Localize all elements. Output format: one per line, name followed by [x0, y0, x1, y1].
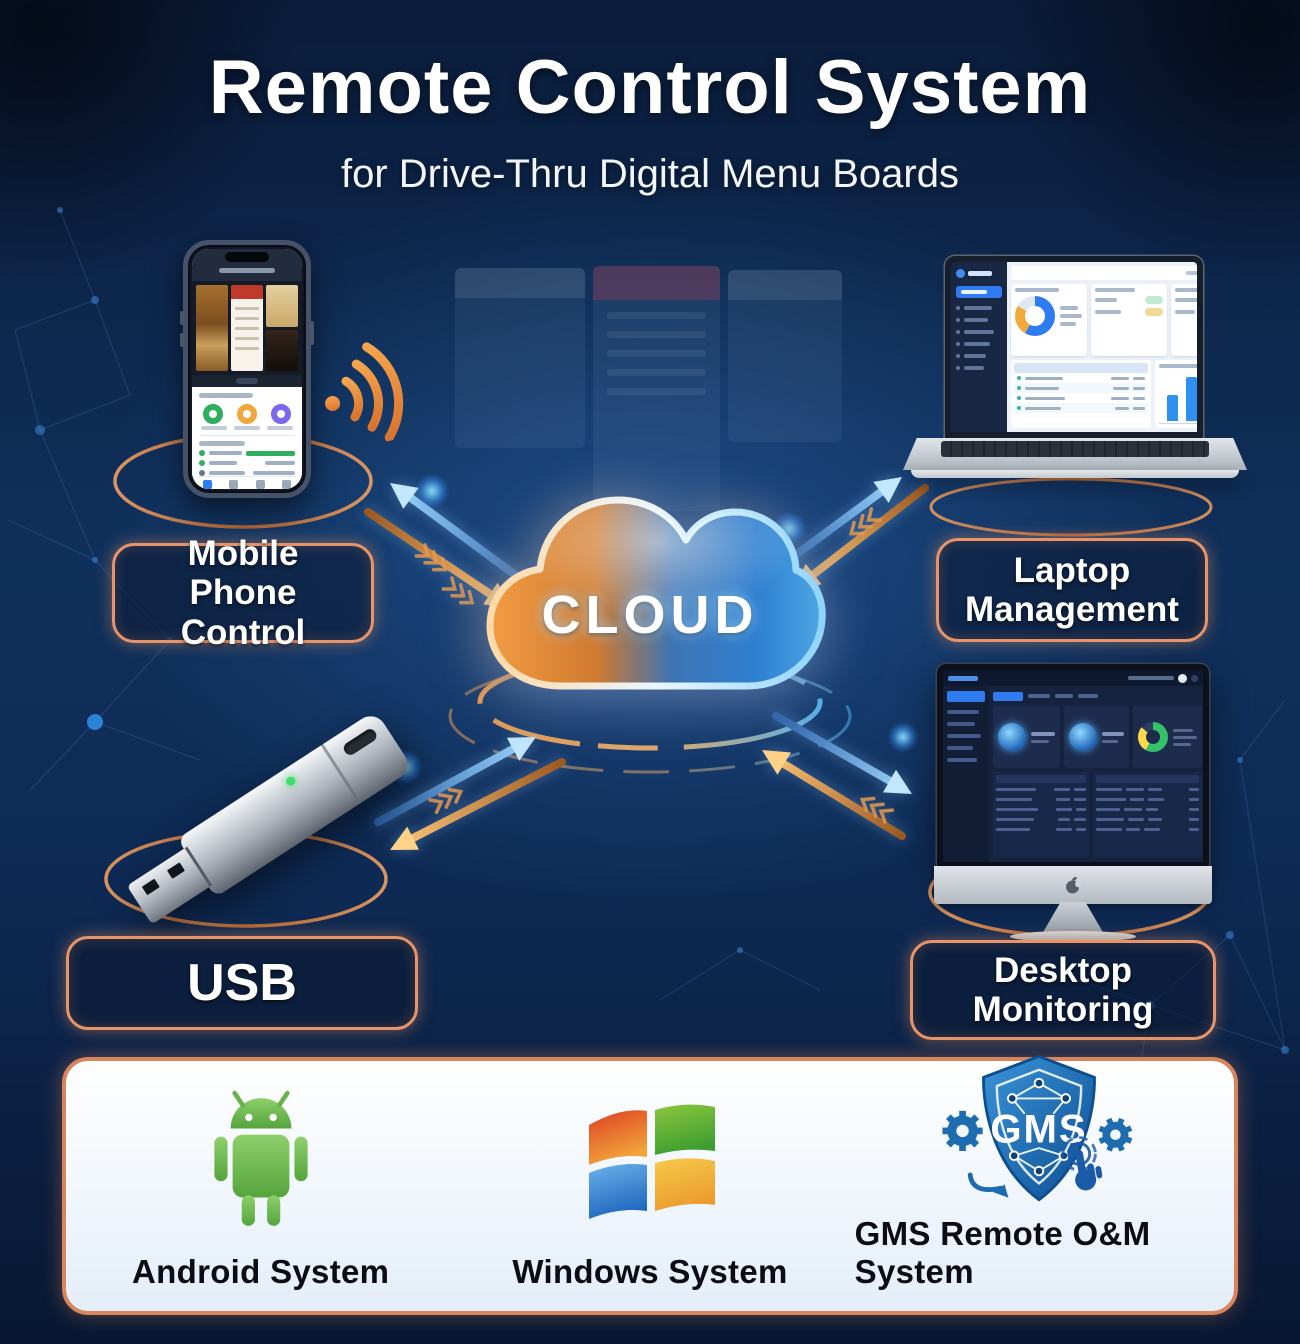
phone-volume-button [180, 333, 184, 347]
desktop-chin [934, 866, 1212, 904]
gms-badge-text: GMS [991, 1106, 1088, 1151]
platform-android-label: Android System [132, 1253, 390, 1290]
desktop-topbar [943, 670, 1203, 686]
donut-stat-icon [203, 404, 223, 424]
page-subtitle: for Drive-Thru Digital Menu Boards [341, 152, 959, 196]
label-mobile-phone-control: Mobile Phone Control [112, 534, 374, 652]
stat-glow-icon [1069, 723, 1097, 751]
apple-logo-icon [1066, 876, 1081, 893]
data-table [1093, 772, 1202, 858]
label-usb: USB [66, 936, 418, 1030]
menu-board-previews [192, 281, 302, 375]
label-desktop-monitoring: Desktop Monitoring [910, 940, 1216, 1040]
desktop-monitor-illustration [937, 664, 1209, 868]
platform-gms-label: GMS Remote O&M System [854, 1215, 1151, 1290]
donut-chart [1015, 296, 1055, 336]
smartphone-illustration [180, 240, 314, 498]
windows-flag-icon [588, 1104, 715, 1219]
touch-pointer-icon [1061, 1136, 1103, 1191]
platform-windows: Windows System [455, 1061, 844, 1311]
wifi-signal-icon [325, 342, 404, 443]
donut-stat-icon [271, 404, 291, 424]
gms-shield-icon: GMS [942, 1054, 1133, 1202]
label-laptop-management: Laptop Management [936, 538, 1208, 642]
bar-chart [1155, 360, 1197, 428]
usb-led-indicator [284, 774, 297, 788]
phone-bottom-nav [199, 476, 295, 489]
phone-volume-button [180, 311, 184, 325]
laptop-dashboard-screen [945, 256, 1203, 438]
glow-blip-decor [415, 474, 449, 508]
laptop-keyboard-deck [903, 438, 1247, 470]
page-title: Remote Control System [208, 45, 1092, 130]
desktop-sidebar [943, 686, 989, 862]
stat-glow-icon [998, 723, 1026, 751]
android-robot-icon [214, 1090, 308, 1226]
phone-dashboard-panel [192, 387, 302, 489]
laptop-sidebar [951, 262, 1007, 432]
cloud-label: CLOUD [541, 585, 759, 645]
laptop-illustration [903, 250, 1247, 482]
data-table [993, 772, 1089, 858]
platform-windows-label: Windows System [512, 1253, 788, 1290]
phone-notch [225, 252, 269, 262]
glow-blip-decor [888, 722, 918, 752]
donut-stat-icon [237, 404, 257, 424]
phone-app-screen [192, 249, 302, 489]
cloud-icon [486, 496, 826, 690]
donut-chart [1138, 722, 1168, 752]
desktop-stand-base [1010, 931, 1136, 942]
supported-platforms-panel: Android System Windows System [62, 1054, 1238, 1315]
gear-icon [942, 1110, 1133, 1152]
usb-lanyard-slot [341, 726, 379, 758]
desktop-dashboard-content [989, 686, 1203, 862]
platform-gms: GMS GMS Remote O&M Sys [845, 1054, 1234, 1311]
platform-android: Android System [66, 1061, 455, 1311]
laptop-dashboard-content [1007, 262, 1197, 432]
phone-power-button [310, 321, 314, 345]
data-table [1011, 360, 1151, 428]
